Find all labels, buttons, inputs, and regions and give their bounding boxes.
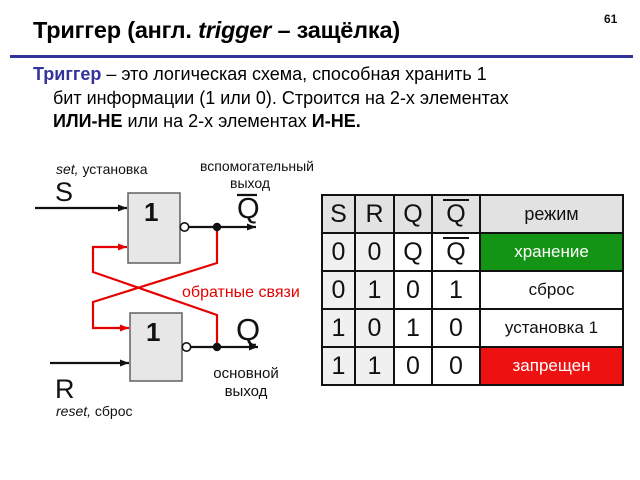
page-title: Триггер (англ. trigger – защёлка): [33, 17, 400, 44]
intro-bold-or-not: ИЛИ-НЕ: [53, 111, 123, 131]
mode-label-set: установка 1: [479, 308, 624, 348]
intro-line-1: Триггер – это логическая схема, способна…: [33, 63, 633, 87]
intro-bold-and-not: И-НЕ.: [311, 111, 361, 131]
nor-gate-top: [127, 192, 181, 264]
table-row-forbidden: 1 1 0 0 запрещен: [321, 346, 624, 386]
reset-label-rest: сброс: [91, 403, 132, 419]
title-underline: [10, 55, 633, 58]
feedback-caption: обратные связи: [182, 284, 300, 301]
feedback-wire-bottom-to-top: [91, 243, 219, 347]
cell-q-inverse: Q: [431, 232, 481, 272]
inversion-bubble-top: [179, 222, 190, 233]
intro-line-3: ИЛИ-НЕ или на 2-х элементах И-НЕ.: [53, 110, 633, 134]
nor-gate-bottom-label: 1: [146, 317, 160, 347]
header-r: R: [354, 194, 395, 234]
cell-s: 0: [321, 270, 356, 310]
header-mode: режим: [479, 194, 624, 234]
cell-q: Q: [393, 232, 433, 272]
reset-label: reset, сброс: [56, 403, 133, 419]
cell-r: 1: [354, 346, 395, 386]
cell-r: 1: [354, 270, 395, 310]
feedback-wire-top-to-bottom: [91, 227, 219, 332]
reset-label-italic: reset,: [56, 403, 91, 419]
intro-line3-mid: или на 2-х элементах: [122, 111, 312, 131]
intro-line1-rest: – это логическая схема, способная хранит…: [101, 64, 487, 84]
r-input-label: R: [55, 374, 75, 404]
s-input-label: S: [55, 177, 73, 207]
cell-s: 0: [321, 232, 356, 272]
mode-badge-forbidden: запрещен: [479, 346, 624, 386]
title-prefix: Триггер (англ.: [33, 17, 199, 43]
cell-q-inverse: 0: [431, 346, 481, 386]
intro-paragraph: Триггер – это логическая схема, способна…: [33, 63, 633, 134]
intro-line-2: бит информации (1 или 0). Строится на 2-…: [53, 87, 509, 108]
q-inverse-output-label: Q: [237, 193, 260, 225]
page-number: 61: [604, 12, 618, 26]
junction-dot-bottom: [212, 342, 222, 352]
header-s: S: [321, 194, 356, 234]
circuit-diagram: 1 1 set, установка S вспомогательный вых…: [35, 158, 314, 419]
junction-dot-top: [212, 222, 222, 232]
mode-label-reset: сброс: [479, 270, 624, 310]
set-label-rest: установка: [79, 161, 148, 177]
main-output-caption-line2: выход: [225, 383, 268, 400]
main-output-caption-line1: основной: [213, 365, 278, 382]
title-suffix: – защёлка): [271, 17, 400, 43]
cell-q: 0: [393, 346, 433, 386]
cell-q: 0: [393, 270, 433, 310]
header-q: Q: [393, 194, 433, 234]
q-output-label: Q: [236, 312, 260, 347]
intro-term: Триггер: [33, 64, 102, 84]
table-row-reset: 0 1 0 1 сброс: [321, 270, 624, 310]
truth-table: S R Q Q режим 0 0 Q Q хранение 0 1 0 1 с…: [321, 194, 624, 386]
cell-q-inverse-value: Q: [443, 237, 469, 267]
header-q-inverse-value: Q: [443, 199, 469, 229]
table-row-store: 0 0 Q Q хранение: [321, 232, 624, 272]
table-row-set: 1 0 1 0 установка 1: [321, 308, 624, 348]
inversion-bubble-bottom: [181, 342, 192, 353]
set-label: set, установка: [56, 161, 148, 177]
nor-gate-top-label: 1: [144, 197, 158, 227]
header-q-inverse: Q: [431, 194, 481, 234]
cell-r: 0: [354, 232, 395, 272]
mode-badge-store: хранение: [479, 232, 624, 272]
set-label-italic: set,: [56, 161, 79, 177]
cell-r: 0: [354, 308, 395, 348]
cell-q-inverse: 1: [431, 270, 481, 310]
cell-s: 1: [321, 308, 356, 348]
truth-table-header-row: S R Q Q режим: [321, 194, 624, 234]
aux-output-caption-line1: вспомогательный: [200, 158, 314, 174]
title-italic-word: trigger: [198, 17, 272, 43]
cell-q: 1: [393, 308, 433, 348]
cell-s: 1: [321, 346, 356, 386]
cell-q-inverse: 0: [431, 308, 481, 348]
aux-output-caption-line2: выход: [230, 175, 270, 191]
